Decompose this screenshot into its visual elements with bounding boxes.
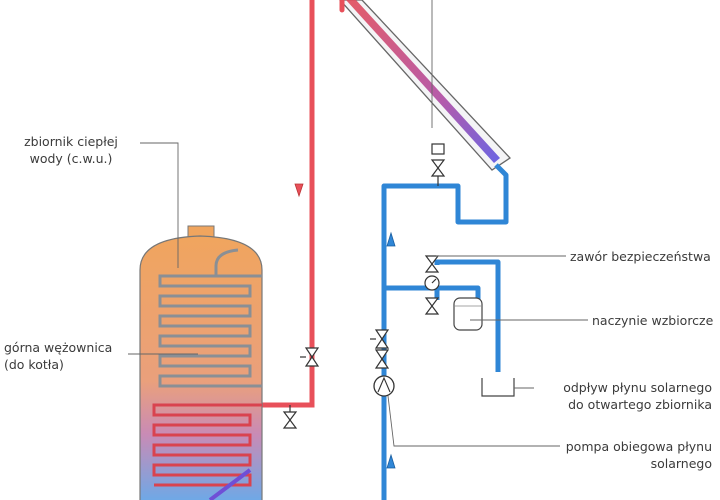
safety-valve-icon — [424, 255, 440, 291]
drain-valve-icon — [282, 405, 298, 429]
cold-return-pipe — [381, 163, 509, 500]
pump-label: pompa obiegowa płynu solarnego — [548, 438, 712, 472]
hot-water-tank — [139, 225, 263, 500]
solar-collector — [339, 0, 511, 171]
valve-icon — [370, 329, 390, 369]
safety-valve-label-text: zawór bezpieczeństwa — [570, 249, 711, 264]
valve-icon — [300, 347, 320, 367]
drain-label-line-1: odpływ płynu solarnego — [563, 380, 712, 395]
safety-valve-label: zawór bezpieczeństwa — [570, 248, 711, 265]
pump-label-line-2: solarnego — [650, 456, 712, 471]
lower-solar-coil — [152, 403, 262, 487]
tank-label: zbiornik ciepłej wody (c.w.u.) — [6, 133, 136, 167]
expansion-vessel-label-text: naczynie wzbiorcze — [592, 313, 714, 328]
flow-arrow-up-icon — [386, 453, 396, 469]
expansion-vessel-label: naczynie wzbiorcze — [592, 312, 713, 329]
hot-supply-pipe — [259, 0, 345, 408]
drain-container — [481, 378, 515, 397]
upper-coil-label: górna wężownica (do kotła) — [4, 339, 112, 373]
tank-label-line-1: zbiornik ciepłej — [24, 134, 118, 149]
drain-label: odpływ płynu solarnego do otwartego zbio… — [538, 379, 712, 413]
expansion-vessel — [453, 297, 483, 331]
valve-icon — [424, 297, 440, 315]
flow-arrow-down-icon — [294, 183, 304, 198]
air-vent-valve-icon — [430, 143, 446, 186]
flow-arrow-up-icon — [386, 231, 396, 247]
drain-label-line-2: do otwartego zbiornika — [568, 397, 712, 412]
tank-label-line-2: wody (c.w.u.) — [29, 151, 113, 166]
pump-icon — [373, 375, 395, 397]
upper-coil-label-line-2: (do kotła) — [4, 357, 64, 372]
pump-label-line-1: pompa obiegowa płynu — [565, 439, 712, 454]
upper-coil — [158, 274, 262, 388]
upper-coil-label-line-1: górna wężownica — [4, 340, 113, 355]
leader-lines — [128, 0, 588, 447]
